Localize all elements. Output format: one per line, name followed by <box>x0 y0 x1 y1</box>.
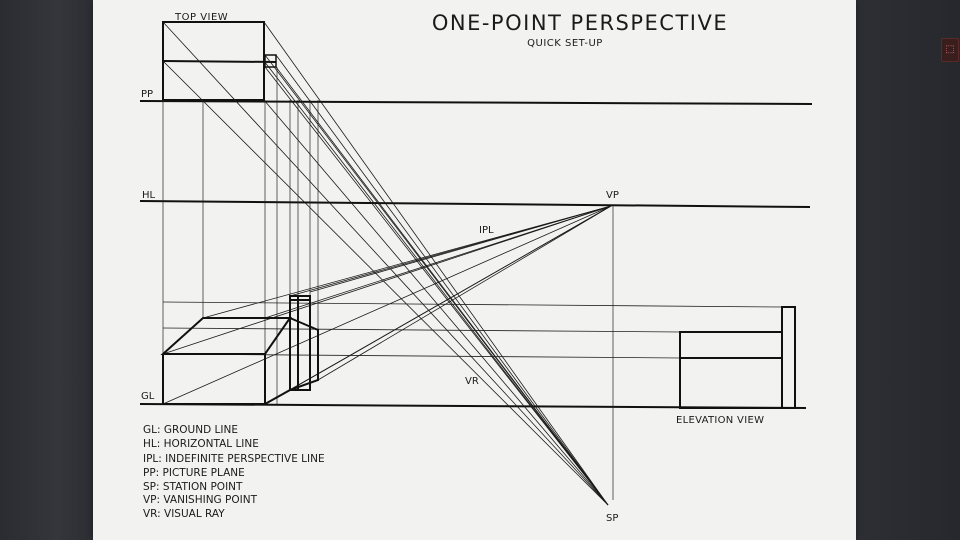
gl-label: GL <box>141 391 155 402</box>
hl-label: HL <box>142 190 156 201</box>
legend: GL: GROUND LINE HL: HORIZONTAL LINE IPL:… <box>143 424 325 520</box>
legend-item: SP: STATION POINT <box>143 481 243 493</box>
picture-plane-line <box>139 100 813 105</box>
elevation-house <box>679 306 796 409</box>
pdf-icon[interactable]: ⬚ <box>941 38 959 62</box>
perspective-chimney <box>289 295 311 391</box>
legend-item: IPL: INDEFINITE PERSPECTIVE LINE <box>143 453 325 465</box>
pdf-icon-glyph: ⬚ <box>945 44 955 55</box>
legend-item: GL: GROUND LINE <box>143 424 238 436</box>
elevation-reference-lines <box>162 301 783 359</box>
sp-label: SP <box>606 513 618 524</box>
ipl-label: IPL <box>479 225 494 236</box>
visual-rays <box>162 21 609 506</box>
top-view-label: TOP VIEW <box>174 12 228 23</box>
pp-label: PP <box>141 89 153 100</box>
drawing-sheet <box>93 0 856 540</box>
legend-item: PP: PICTURE PLANE <box>143 467 245 479</box>
legend-item: VP: VANISHING POINT <box>143 494 258 506</box>
vr-label: VR <box>465 376 479 387</box>
elevation-view-label: ELEVATION VIEW <box>676 415 764 426</box>
top-view-chimney <box>264 54 277 68</box>
top-view-divider <box>162 60 277 63</box>
vp-label: VP <box>606 190 619 201</box>
horizon-line <box>139 200 811 208</box>
drawing-title: ONE-POINT PERSPECTIVE <box>432 11 728 35</box>
legend-item: VR: VISUAL RAY <box>143 508 225 520</box>
perspective-house <box>160 317 319 405</box>
legend-item: HL: HORIZONTAL LINE <box>143 438 259 450</box>
perspective-lines <box>162 205 612 405</box>
drawing-subtitle: QUICK SET-UP <box>527 38 603 49</box>
